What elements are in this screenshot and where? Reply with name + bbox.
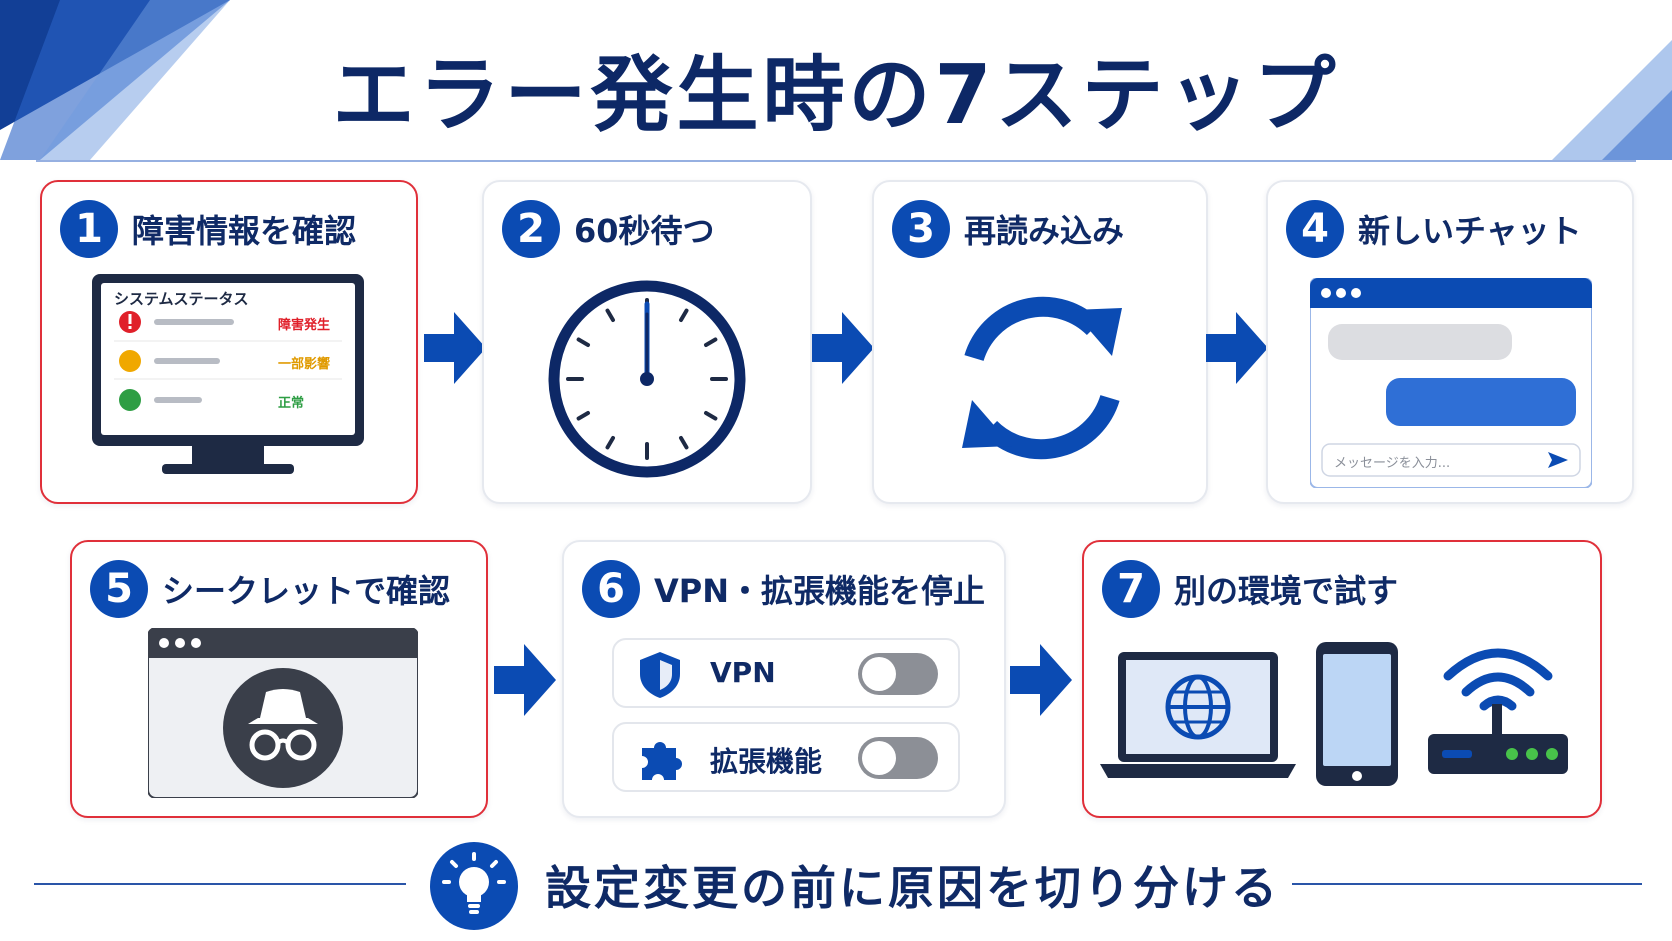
step-card-6: 6 VPN・拡張機能を停止 VPN 拡張機能 xyxy=(562,540,1006,818)
shield-icon xyxy=(640,652,680,698)
step-number: 5 xyxy=(90,560,148,618)
step-card-7: 7 別の環境で試す xyxy=(1082,540,1602,818)
title-divider xyxy=(36,160,1636,162)
step-card-5: 5 シークレットで確認 xyxy=(70,540,488,818)
lightbulb-icon xyxy=(430,842,518,930)
footer-rule-right xyxy=(1292,883,1642,885)
step-number: 2 xyxy=(502,200,560,258)
chat-window-illustration: メッセージを入力... xyxy=(1309,277,1593,489)
arrow-right-icon xyxy=(1010,644,1072,716)
extensions-toggle[interactable] xyxy=(858,737,938,779)
step-title: 新しいチャット xyxy=(1358,212,1582,250)
status-label-partial: 一部影響 xyxy=(278,357,331,372)
step-number: 4 xyxy=(1286,200,1344,258)
step-title: 再読み込み xyxy=(964,212,1125,250)
incognito-window-illustration xyxy=(147,627,419,799)
laptop-icon xyxy=(1100,652,1296,778)
refresh-icon xyxy=(944,280,1140,476)
step-number: 7 xyxy=(1102,560,1160,618)
corner-decoration xyxy=(0,0,230,160)
corner-decoration-right xyxy=(1552,40,1672,160)
arrow-right-icon xyxy=(424,312,486,384)
status-heading: システムステータス xyxy=(114,290,249,308)
step-number: 6 xyxy=(582,560,640,618)
extensions-toggle-row: 拡張機能 xyxy=(612,722,960,792)
step-number: 3 xyxy=(892,200,950,258)
vpn-toggle-row: VPN xyxy=(612,638,960,708)
vpn-toggle[interactable] xyxy=(858,653,938,695)
step-card-1: 1 障害情報を確認 システムステータス 障害発生 一部影響 正常 xyxy=(40,180,418,504)
footer-rule-left xyxy=(34,883,406,885)
step-title: 別の環境で試す xyxy=(1174,572,1399,610)
page-title: エラー発生時の7ステップ xyxy=(332,48,1340,143)
arrow-right-icon xyxy=(494,644,556,716)
status-label-normal: 正常 xyxy=(278,396,305,411)
clock-icon xyxy=(546,278,748,480)
step-number: 1 xyxy=(60,200,118,258)
step-card-2: 2 60秒待つ xyxy=(482,180,812,504)
vpn-label: VPN xyxy=(710,656,776,689)
status-label-outage: 障害発生 xyxy=(278,318,331,333)
step-title: シークレットで確認 xyxy=(162,572,451,610)
footer-message: 設定変更の前に原因を切り分ける xyxy=(545,861,1280,915)
extensions-label: 拡張機能 xyxy=(710,745,823,778)
message-input[interactable]: メッセージを入力... xyxy=(1334,456,1451,471)
step-title: 障害情報を確認 xyxy=(132,212,357,250)
step-title: 60秒待つ xyxy=(574,212,715,250)
arrow-right-icon xyxy=(812,312,874,384)
arrow-right-icon xyxy=(1206,312,1268,384)
monitor-illustration: システムステータス 障害発生 一部影響 正常 xyxy=(92,274,364,484)
step-card-4: 4 新しいチャット メッセージを入力... xyxy=(1266,180,1634,504)
step-title: VPN・拡張機能を停止 xyxy=(654,572,986,610)
puzzle-icon xyxy=(642,742,682,780)
wifi-router-icon xyxy=(1428,648,1568,774)
smartphone-icon xyxy=(1316,642,1398,786)
step-card-3: 3 再読み込み xyxy=(872,180,1208,504)
